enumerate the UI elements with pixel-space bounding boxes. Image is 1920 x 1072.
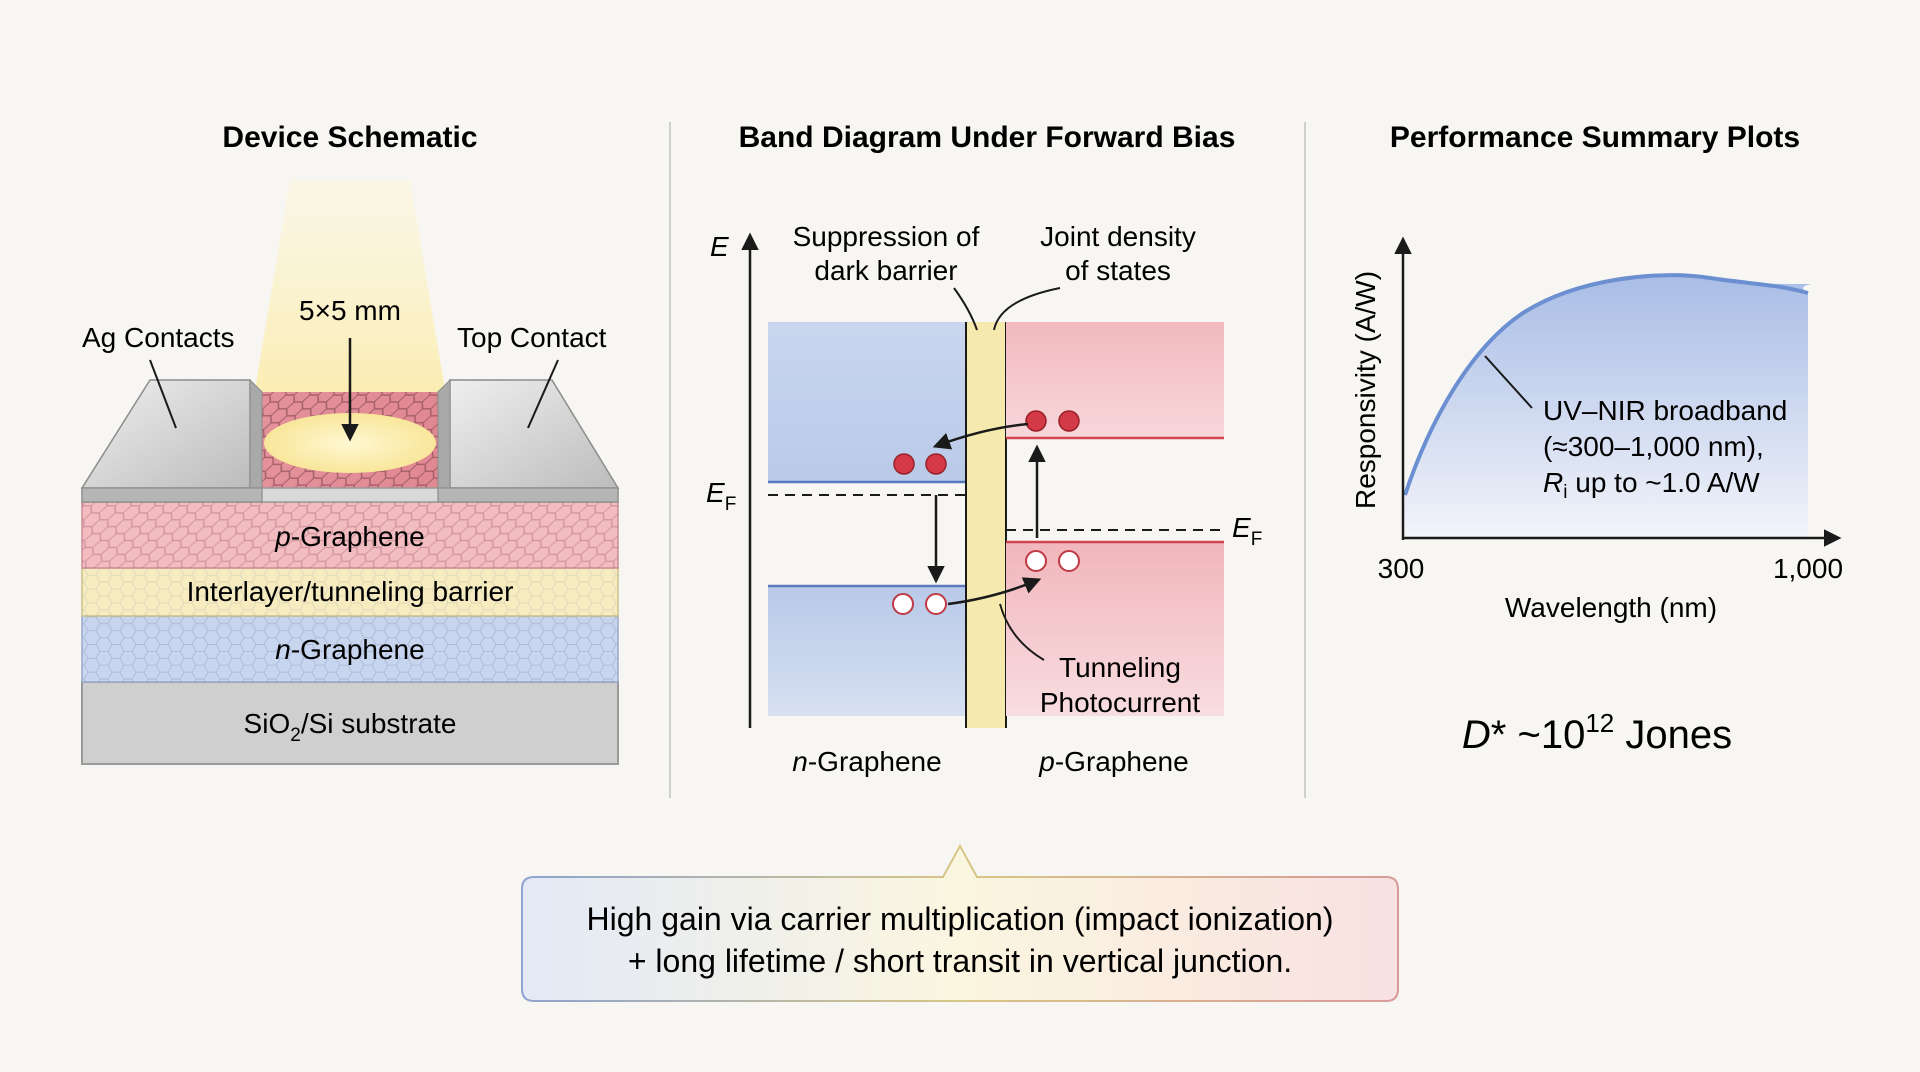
n-graphene-label: n-Graphene [275,634,424,665]
energy-axis-label: E [710,231,729,262]
hole-transfer-arrow [947,577,1042,606]
y-axis-label: Responsivity (A/W) [1350,271,1381,509]
tunneling-leader [999,603,1045,661]
n-graphene-side-label: n-Graphene [792,746,941,777]
broadband-leader [1484,355,1533,409]
hole [1058,550,1080,572]
tunneling-barrier [966,322,1006,728]
hole [925,593,947,615]
left-ag-contact [80,378,263,503]
ag-contacts-leader [149,359,177,429]
responsivity-curve [1403,273,1809,496]
illumination-size-label: 5×5 mm [299,295,401,326]
top-contact-leader [527,359,559,429]
band-title: Band Diagram Under Forward Bias [739,121,1236,154]
electron-transfer-arrow [932,422,1029,450]
callout-line-2: + long lifetime / short transit in verti… [628,943,1292,979]
hole [892,593,914,615]
ag-contacts-label: Ag Contacts [82,322,235,353]
suppression-leader [953,287,978,331]
p-graphene-lattice [82,502,618,568]
p-fermi-label: EF [1232,512,1262,550]
electron [1058,410,1080,432]
device-schematic-panel: Device Schematic [80,121,620,765]
top-contact-label: Top Contact [457,322,607,353]
x-tick-1000: 1,000 [1773,553,1843,584]
joint-density-leader [993,287,1061,331]
x-tick-300: 300 [1378,553,1425,584]
right-top-contact [437,378,620,503]
band-diagram-panel: Band Diagram Under Forward Bias E EF EF [706,121,1262,777]
electron [925,453,947,475]
substrate-layer [81,681,619,765]
substrate-label: SiO2/Si substrate [244,708,457,746]
broadband-annotation: UV–NIR broadband (≈300–1,000 nm), Ri up … [1543,395,1795,503]
n-graphene-lattice [82,616,618,682]
detectivity-value: D* ~1012 Jones [1462,708,1732,757]
n-fermi-label: EF [706,477,736,515]
p-graphene-side-label: p-Graphene [1038,746,1188,777]
p-graphene-label: p-Graphene [274,521,424,552]
light-beam [245,180,455,450]
illumination-spot [264,413,436,473]
performance-title: Performance Summary Plots [1390,121,1800,154]
barrier-label: Interlayer/tunneling barrier [187,576,514,607]
x-axis-label: Wavelength (nm) [1505,592,1717,623]
hole [1025,550,1047,572]
callout-line-1: High gain via carrier multiplication (im… [587,901,1334,937]
electron [893,453,915,475]
electron [1025,410,1047,432]
barrier-lattice [82,568,618,616]
performance-panel: Performance Summary Plots Responsivity (… [1350,121,1843,757]
p-valence-band [1006,542,1224,716]
summary-callout: High gain via carrier multiplication (im… [521,843,1399,1002]
responsivity-area [1405,275,1812,538]
callout-box [521,843,1399,1002]
schematic-title: Device Schematic [222,121,477,154]
